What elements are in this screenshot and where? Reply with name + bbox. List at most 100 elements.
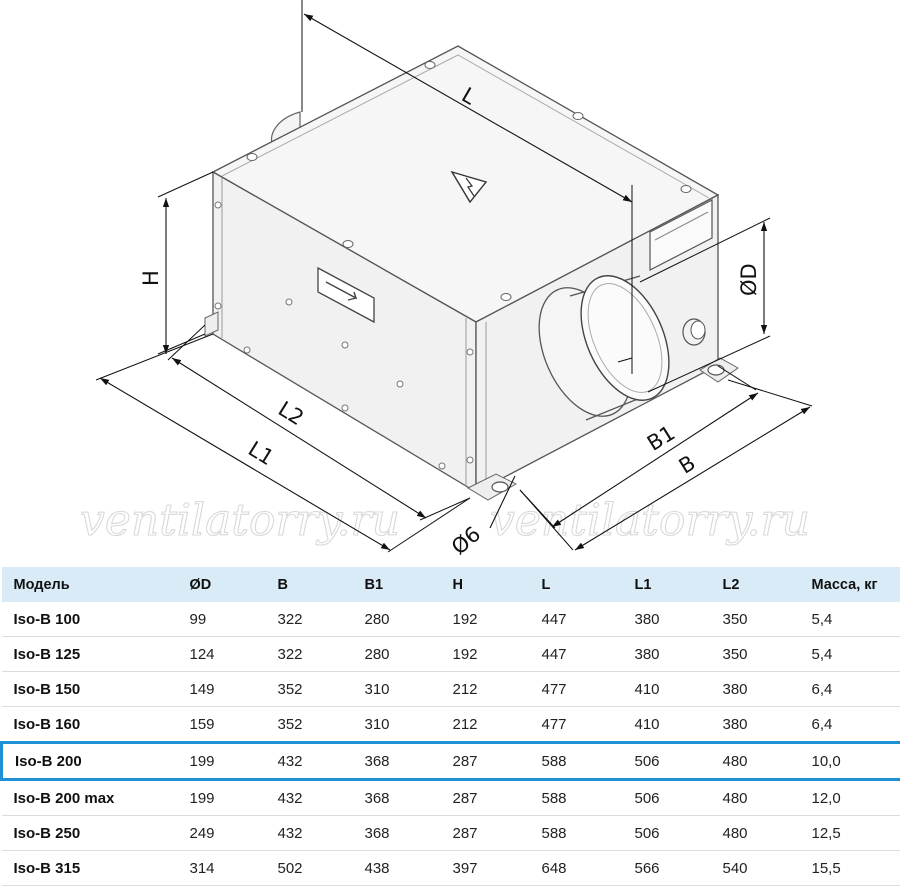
column-header: L2 bbox=[711, 567, 800, 602]
value-cell: 380 bbox=[623, 637, 711, 672]
value-cell: 540 bbox=[711, 851, 800, 886]
value-cell: 380 bbox=[711, 672, 800, 707]
model-cell: Iso-B 315 bbox=[2, 851, 178, 886]
value-cell: 410 bbox=[623, 707, 711, 743]
dim-label-B: B bbox=[675, 451, 700, 479]
value-cell: 410 bbox=[623, 672, 711, 707]
value-cell: 12,5 bbox=[800, 816, 900, 851]
column-header: L1 bbox=[623, 567, 711, 602]
value-cell: 480 bbox=[711, 816, 800, 851]
value-cell: 15,5 bbox=[800, 851, 900, 886]
value-cell: 480 bbox=[711, 743, 800, 780]
value-cell: 432 bbox=[266, 743, 353, 780]
fan-box-diagram: ventilatorry.ru ventilatorry.ru bbox=[0, 0, 900, 560]
value-cell: 280 bbox=[353, 602, 441, 637]
value-cell: 506 bbox=[623, 816, 711, 851]
column-header: H bbox=[441, 567, 530, 602]
value-cell: 192 bbox=[441, 602, 530, 637]
value-cell: 506 bbox=[623, 743, 711, 780]
model-cell: Iso-B 125 bbox=[2, 637, 178, 672]
value-cell: 149 bbox=[178, 672, 266, 707]
cable-gland bbox=[683, 319, 705, 345]
watermark-right: ventilatorry.ru bbox=[490, 495, 810, 546]
dim-label-D: ØD bbox=[737, 263, 761, 296]
value-cell: 159 bbox=[178, 707, 266, 743]
model-cell: Iso-B 200 bbox=[2, 743, 178, 780]
value-cell: 314 bbox=[178, 851, 266, 886]
value-cell: 438 bbox=[353, 851, 441, 886]
model-cell: Iso-B 150 bbox=[2, 672, 178, 707]
value-cell: 350 bbox=[711, 602, 800, 637]
model-cell: Iso-B 200 max bbox=[2, 780, 178, 816]
value-cell: 5,4 bbox=[800, 637, 900, 672]
value-cell: 368 bbox=[353, 816, 441, 851]
column-header: Масса, кг bbox=[800, 567, 900, 602]
value-cell: 368 bbox=[353, 743, 441, 780]
value-cell: 124 bbox=[178, 637, 266, 672]
value-cell: 352 bbox=[266, 672, 353, 707]
value-cell: 287 bbox=[441, 780, 530, 816]
value-cell: 199 bbox=[178, 780, 266, 816]
value-cell: 287 bbox=[441, 743, 530, 780]
dim-label-B1: B1 bbox=[643, 421, 679, 456]
value-cell: 477 bbox=[530, 672, 623, 707]
value-cell: 566 bbox=[623, 851, 711, 886]
value-cell: 5,4 bbox=[800, 602, 900, 637]
value-cell: 352 bbox=[266, 707, 353, 743]
value-cell: 588 bbox=[530, 743, 623, 780]
value-cell: 6,4 bbox=[800, 672, 900, 707]
column-header: B1 bbox=[353, 567, 441, 602]
value-cell: 380 bbox=[711, 707, 800, 743]
column-header: ØD bbox=[178, 567, 266, 602]
column-header: Модель bbox=[2, 567, 178, 602]
watermark-left: ventilatorry.ru bbox=[80, 495, 400, 546]
technical-drawing: ventilatorry.ru ventilatorry.ru bbox=[0, 0, 900, 560]
value-cell: 588 bbox=[530, 816, 623, 851]
value-cell: 447 bbox=[530, 637, 623, 672]
value-cell: 322 bbox=[266, 602, 353, 637]
value-cell: 432 bbox=[266, 816, 353, 851]
value-cell: 310 bbox=[353, 672, 441, 707]
dim-label-L1: L1 bbox=[244, 437, 278, 471]
column-header: B bbox=[266, 567, 353, 602]
value-cell: 199 bbox=[178, 743, 266, 780]
value-cell: 477 bbox=[530, 707, 623, 743]
value-cell: 249 bbox=[178, 816, 266, 851]
column-header: L bbox=[530, 567, 623, 602]
value-cell: 480 bbox=[711, 780, 800, 816]
value-cell: 192 bbox=[441, 637, 530, 672]
value-cell: 447 bbox=[530, 602, 623, 637]
value-cell: 322 bbox=[266, 637, 353, 672]
value-cell: 588 bbox=[530, 780, 623, 816]
value-cell: 99 bbox=[178, 602, 266, 637]
value-cell: 6,4 bbox=[800, 707, 900, 743]
value-cell: 648 bbox=[530, 851, 623, 886]
value-cell: 310 bbox=[353, 707, 441, 743]
value-cell: 12,0 bbox=[800, 780, 900, 816]
value-cell: 380 bbox=[623, 602, 711, 637]
value-cell: 397 bbox=[441, 851, 530, 886]
value-cell: 350 bbox=[711, 637, 800, 672]
model-cell: Iso-B 250 bbox=[2, 816, 178, 851]
value-cell: 502 bbox=[266, 851, 353, 886]
value-cell: 212 bbox=[441, 707, 530, 743]
value-cell: 287 bbox=[441, 816, 530, 851]
dim-label-H: H bbox=[139, 270, 163, 286]
model-cell: Iso-B 100 bbox=[2, 602, 178, 637]
value-cell: 10,0 bbox=[800, 743, 900, 780]
value-cell: 280 bbox=[353, 637, 441, 672]
value-cell: 368 bbox=[353, 780, 441, 816]
value-cell: 432 bbox=[266, 780, 353, 816]
dim-label-hole: Ø6 bbox=[447, 522, 485, 560]
value-cell: 506 bbox=[623, 780, 711, 816]
